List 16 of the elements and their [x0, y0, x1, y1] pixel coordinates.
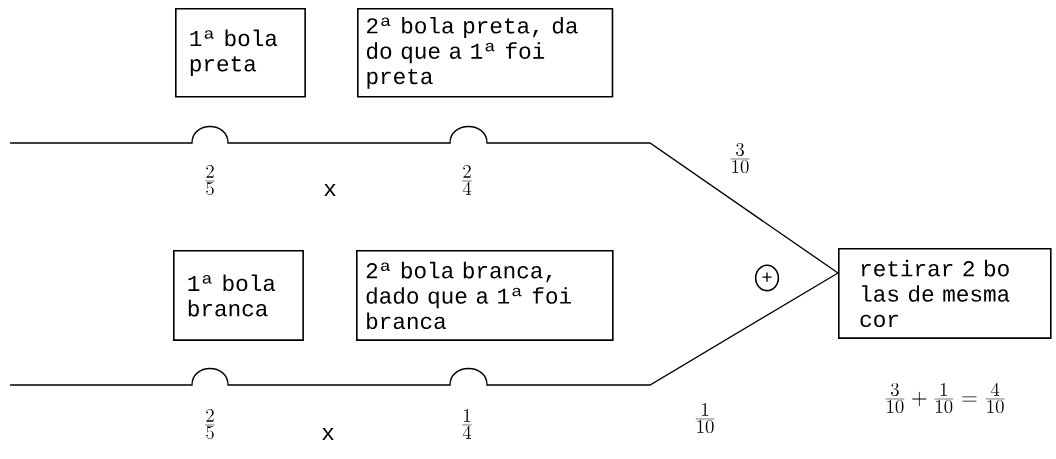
fraction: $\frac{2}{4}$	[462, 164, 472, 195]
multiplication-sign: x	[324, 184, 336, 196]
process-box: 2ª bola preta, da do que a 1ª foi preta	[357, 8, 614, 98]
connector-line	[9, 125, 839, 274]
sum-equation: $\frac{3}{10} + \frac{1}{10} = \frac{4}{10}$	[885, 382, 1005, 414]
fraction: $\frac{2}{5}$	[205, 408, 215, 440]
multiplication-sign: x	[322, 428, 334, 440]
process-box: 1ª bola preta	[175, 8, 306, 98]
fraction: $\frac{1}{4}$	[462, 408, 472, 439]
edge-label: $\frac{3}{10}$	[727, 141, 753, 174]
edge-label: $\frac{1}{10}$	[692, 401, 718, 434]
fraction: $\frac{2}{5}$	[205, 164, 215, 196]
result-box: retirar 2 bo las de mesma cor	[838, 248, 1052, 339]
connector-line	[9, 272, 839, 386]
process-box: 1ª bola branca	[173, 250, 304, 341]
process-box: 2ª bola branca, dado que a 1ª foi branca	[356, 250, 614, 341]
